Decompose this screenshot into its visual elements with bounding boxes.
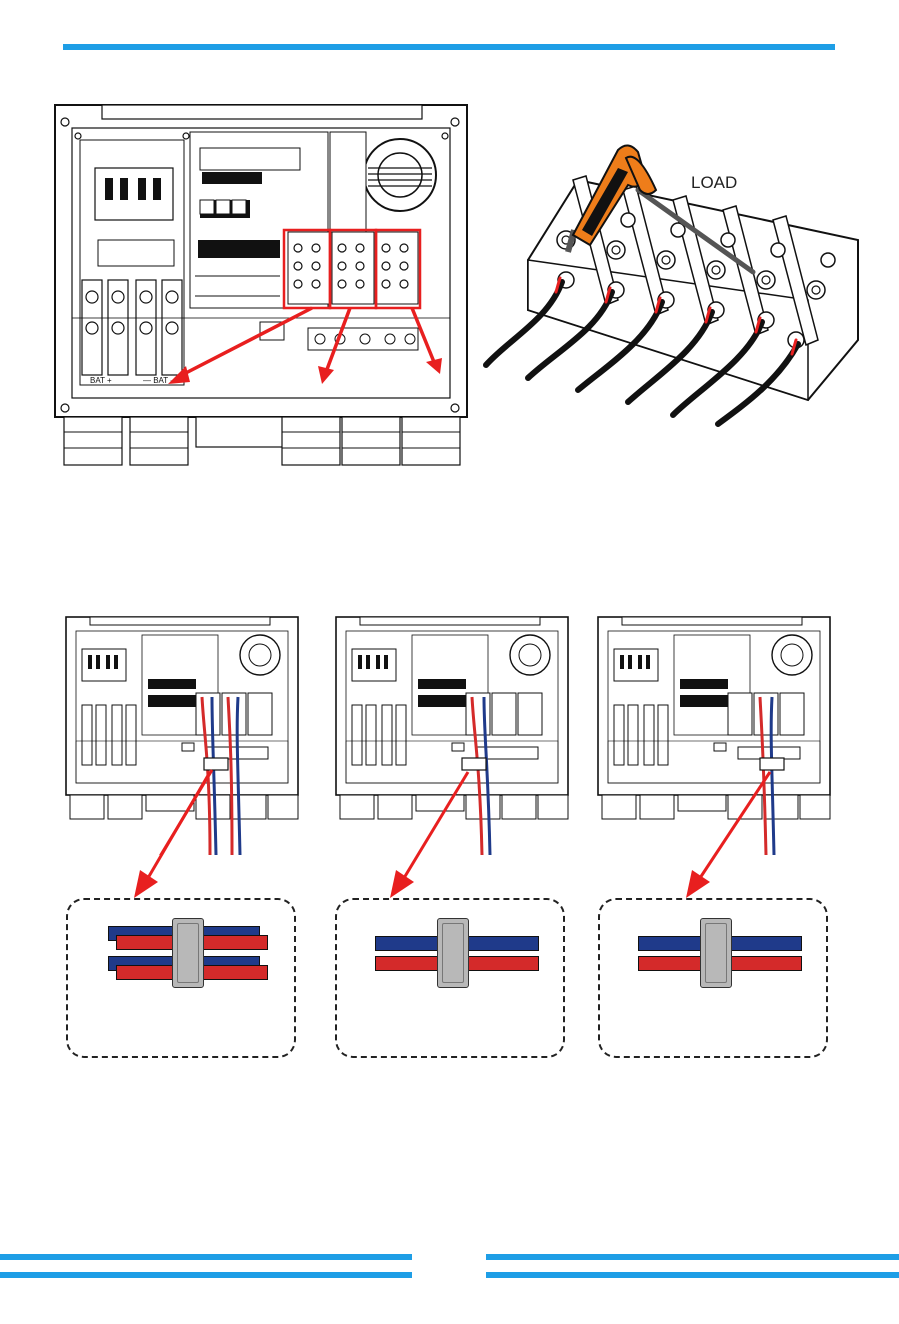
ferrite-detail-one-pair: [335, 898, 565, 1058]
load-label: LOAD: [691, 173, 737, 193]
ferrite-ring-icon: [437, 918, 469, 988]
ferrite-detail-one-pair-b: [598, 898, 828, 1058]
ferrite-ring-icon: [700, 918, 732, 988]
footer-rule-left-bottom: [0, 1272, 412, 1278]
header-rule: [63, 44, 835, 50]
ferrite-ring-icon: [172, 918, 204, 988]
detail-arrows: [0, 760, 899, 910]
footer-rule-left-top: [0, 1254, 412, 1260]
ferrite-detail-two-pairs: [66, 898, 296, 1058]
load-terminal-block-illustration: [478, 140, 868, 430]
bat-plus-label: BAT +: [90, 376, 112, 385]
footer-rule-right-top: [486, 1254, 899, 1260]
inverter-wiring-diagram: BAT + — BAT -: [50, 100, 470, 470]
footer-rule-right-bottom: [486, 1272, 899, 1278]
